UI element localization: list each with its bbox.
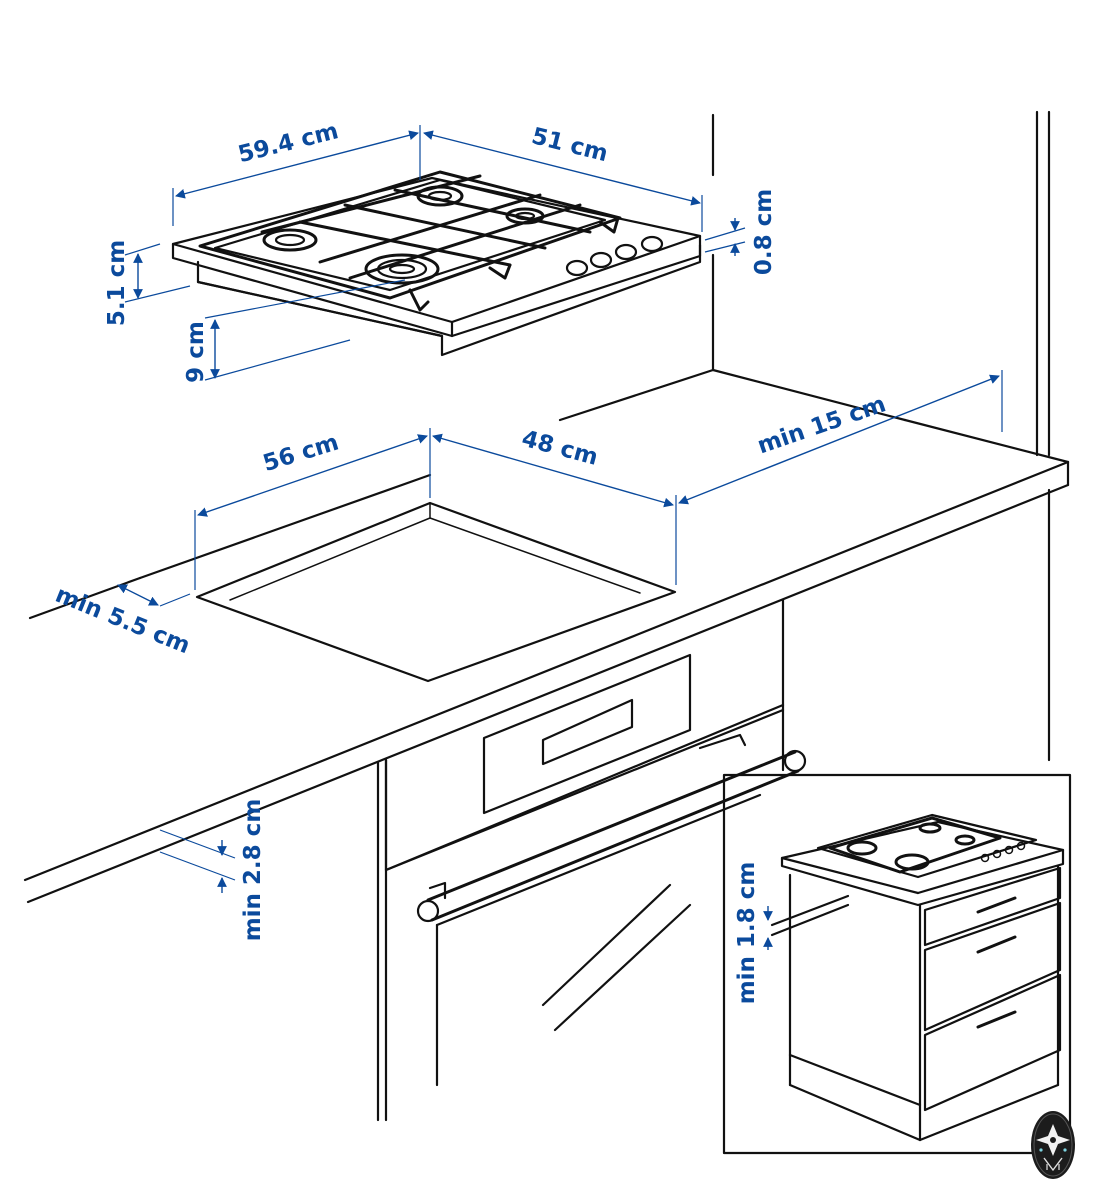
label-drawer-gap: min 1.8 cm (734, 862, 760, 1005)
label-wall-clearance: min 15 cm (754, 391, 889, 459)
oven-cabinet (376, 598, 807, 1122)
dimension-lines (117, 125, 1003, 950)
ornament-badge-icon (1031, 1111, 1075, 1179)
label-front-clearance: min 5.5 cm (52, 582, 194, 660)
label-hob-depth: 51 cm (529, 123, 611, 167)
burners (262, 185, 545, 285)
label-oven-gap: min 2.8 cm (240, 799, 266, 942)
control-knobs (565, 235, 664, 277)
drawer-unit-inset (722, 773, 1072, 1155)
label-under-depth: 9 cm (183, 321, 209, 383)
worktop (23, 418, 1070, 904)
label-glass-thickness: 0.8 cm (751, 189, 777, 275)
label-hob-height: 5.1 cm (104, 240, 130, 326)
label-hob-width: 59.4 cm (236, 118, 342, 168)
gas-hob (171, 170, 702, 357)
